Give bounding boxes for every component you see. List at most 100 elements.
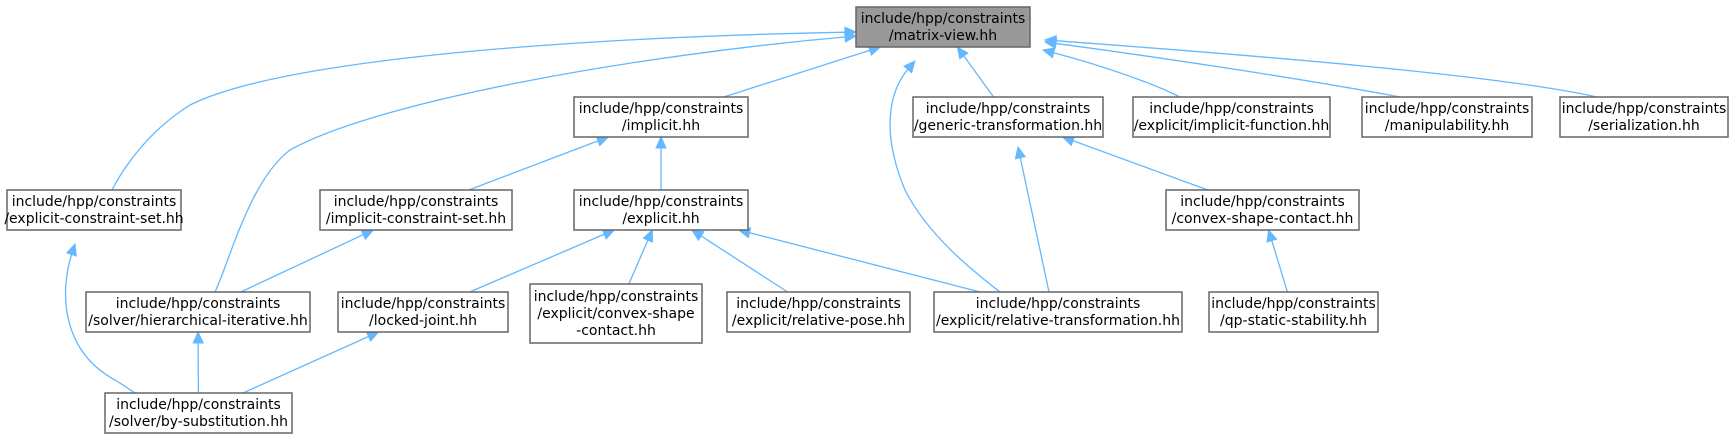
edge-line bbox=[1054, 40, 1598, 98]
node-label-line: /convex-shape-contact.hh bbox=[1172, 211, 1354, 227]
edge-line bbox=[111, 31, 847, 191]
edges-layer bbox=[64, 26, 1598, 394]
edge-implicit_constraint_set-to-implicit bbox=[468, 135, 610, 191]
node-relative-pose[interactable]: include/hpp/constraints/explicit/relativ… bbox=[726, 291, 911, 333]
arrowhead-icon bbox=[1266, 228, 1278, 243]
node-label-line: include/hpp/constraints bbox=[1211, 296, 1376, 312]
node-label-line: include/hpp/constraints bbox=[976, 296, 1141, 312]
edge-line bbox=[1019, 156, 1050, 293]
node-box bbox=[573, 96, 749, 138]
node-box bbox=[573, 189, 749, 231]
node-box bbox=[1132, 96, 1331, 138]
node-label-line: include/hpp/constraints bbox=[116, 296, 281, 312]
edge-generic_transformation-to-matrix_view bbox=[956, 46, 995, 98]
node-label-line: /qp-static-stability.hh bbox=[1220, 313, 1367, 329]
node-label-line: include/hpp/constraints bbox=[334, 194, 499, 210]
node-implicit-constraint-set[interactable]: include/hpp/constraints/implicit-constra… bbox=[319, 189, 513, 231]
node-label-line: include/hpp/constraints bbox=[116, 397, 281, 413]
edge-line bbox=[1052, 51, 1181, 98]
node-box bbox=[1165, 189, 1360, 231]
node-label-line: /solver/hierarchical-iterative.hh bbox=[88, 313, 307, 329]
edge-implicit_function-to-matrix_view bbox=[1041, 47, 1181, 98]
node-matrix-view[interactable]: include/hpp/constraints/matrix-view.hh bbox=[855, 6, 1031, 48]
edge-relative_transformation-to-matrix_view bbox=[889, 60, 1001, 293]
node-label-line: include/hpp/constraints bbox=[579, 101, 744, 117]
edge-serialization-to-matrix_view bbox=[1043, 35, 1598, 98]
node-label-line: include/hpp/constraints bbox=[736, 296, 901, 312]
arrowhead-icon bbox=[65, 242, 77, 257]
edge-line bbox=[748, 231, 981, 293]
node-box bbox=[1361, 96, 1533, 138]
nodes-layer: include/hpp/constraints/matrix-view.hhin… bbox=[4, 6, 1729, 434]
edge-line bbox=[214, 36, 847, 293]
node-implicit-function[interactable]: include/hpp/constraints/explicit/implici… bbox=[1132, 96, 1331, 138]
node-box bbox=[529, 283, 703, 344]
edge-line bbox=[699, 234, 788, 293]
node-explicit-constraint-set[interactable]: include/hpp/constraints/explicit-constra… bbox=[4, 189, 184, 231]
node-convex-shape-contact[interactable]: include/hpp/constraints/convex-shape-con… bbox=[1165, 189, 1360, 231]
node-label-line: include/hpp/constraints bbox=[12, 194, 177, 210]
edge-line bbox=[1054, 42, 1401, 98]
node-box bbox=[319, 189, 513, 231]
arrowhead-icon bbox=[642, 228, 654, 243]
edge-convex_shape_contact-to-generic_transformation bbox=[1061, 135, 1209, 191]
node-label-line: include/hpp/constraints bbox=[579, 194, 744, 210]
node-box bbox=[6, 189, 182, 231]
edge-manipulability-to-matrix_view bbox=[1043, 37, 1401, 98]
node-by-substitution[interactable]: include/hpp/constraints/solver/by-substi… bbox=[104, 392, 293, 434]
arrowhead-icon bbox=[1041, 47, 1056, 59]
arrowhead-icon bbox=[956, 46, 969, 60]
node-hierarchical-iterative[interactable]: include/hpp/constraints/solver/hierarchi… bbox=[85, 291, 311, 333]
node-box bbox=[104, 392, 293, 434]
node-label-line: /explicit/convex-shape bbox=[537, 306, 694, 322]
edge-line bbox=[1270, 239, 1289, 293]
node-box bbox=[85, 291, 311, 333]
edge-line bbox=[468, 139, 600, 191]
node-label-line: /explicit/relative-transformation.hh bbox=[936, 313, 1180, 329]
edge-relative_transformation-to-generic_transformation bbox=[1014, 145, 1050, 293]
edge-line bbox=[240, 233, 365, 293]
node-explicit-convex-shape-contact[interactable]: include/hpp/constraints/explicit/convex-… bbox=[529, 283, 703, 344]
node-label-line: /serialization.hh bbox=[1588, 118, 1700, 134]
node-label-line: include/hpp/constraints bbox=[534, 289, 699, 305]
node-generic-transformation[interactable]: include/hpp/constraints/generic-transfor… bbox=[912, 96, 1104, 138]
edge-line bbox=[1071, 139, 1209, 191]
node-label-line: include/hpp/constraints bbox=[1562, 101, 1727, 117]
node-qp-static-stability[interactable]: include/hpp/constraints/qp-static-stabil… bbox=[1208, 291, 1379, 333]
edge-line bbox=[962, 54, 995, 98]
node-label-line: /solver/by-substitution.hh bbox=[109, 414, 288, 430]
node-implicit[interactable]: include/hpp/constraints/implicit.hh bbox=[573, 96, 749, 138]
arrowhead-icon bbox=[903, 60, 916, 74]
node-explicit[interactable]: include/hpp/constraints/explicit.hh bbox=[573, 189, 749, 231]
edge-line bbox=[723, 49, 871, 98]
edge-line bbox=[469, 233, 606, 293]
edge-line bbox=[242, 335, 370, 394]
node-label-line: include/hpp/constraints bbox=[1149, 101, 1314, 117]
node-box bbox=[933, 291, 1183, 333]
node-label-line: -contact.hh bbox=[576, 323, 656, 339]
node-relative-transformation[interactable]: include/hpp/constraints/explicit/relativ… bbox=[933, 291, 1183, 333]
edge-relative_transformation-to-explicit bbox=[737, 227, 981, 293]
node-box bbox=[1208, 291, 1379, 333]
arrowhead-icon bbox=[1014, 145, 1027, 160]
node-label-line: include/hpp/constraints bbox=[926, 101, 1091, 117]
node-locked-joint[interactable]: include/hpp/constraints/locked-joint.hh bbox=[337, 291, 509, 333]
node-box bbox=[855, 6, 1031, 48]
node-label-line: /explicit/relative-pose.hh bbox=[732, 313, 905, 329]
node-manipulability[interactable]: include/hpp/constraints/manipulability.h… bbox=[1361, 96, 1533, 138]
edge-locked_joint-to-explicit bbox=[469, 229, 616, 293]
node-box bbox=[912, 96, 1104, 138]
node-label-line: /explicit.hh bbox=[622, 211, 699, 227]
node-serialization[interactable]: include/hpp/constraints/serialization.hh bbox=[1559, 96, 1729, 138]
node-box bbox=[337, 291, 509, 333]
node-label-line: /locked-joint.hh bbox=[369, 313, 477, 329]
arrowhead-icon bbox=[844, 31, 858, 43]
node-label-line: include/hpp/constraints bbox=[861, 11, 1026, 27]
edge-explicit_convex_shape_contact-to-explicit bbox=[628, 228, 654, 285]
edge-by_substitution-to-explicit_constraint_set bbox=[64, 242, 136, 394]
edge-qp_static_stability-to-convex_shape_contact bbox=[1266, 228, 1289, 293]
arrowhead-icon bbox=[192, 330, 204, 344]
edge-line bbox=[889, 68, 1001, 293]
node-label-line: include/hpp/constraints bbox=[1365, 101, 1530, 117]
